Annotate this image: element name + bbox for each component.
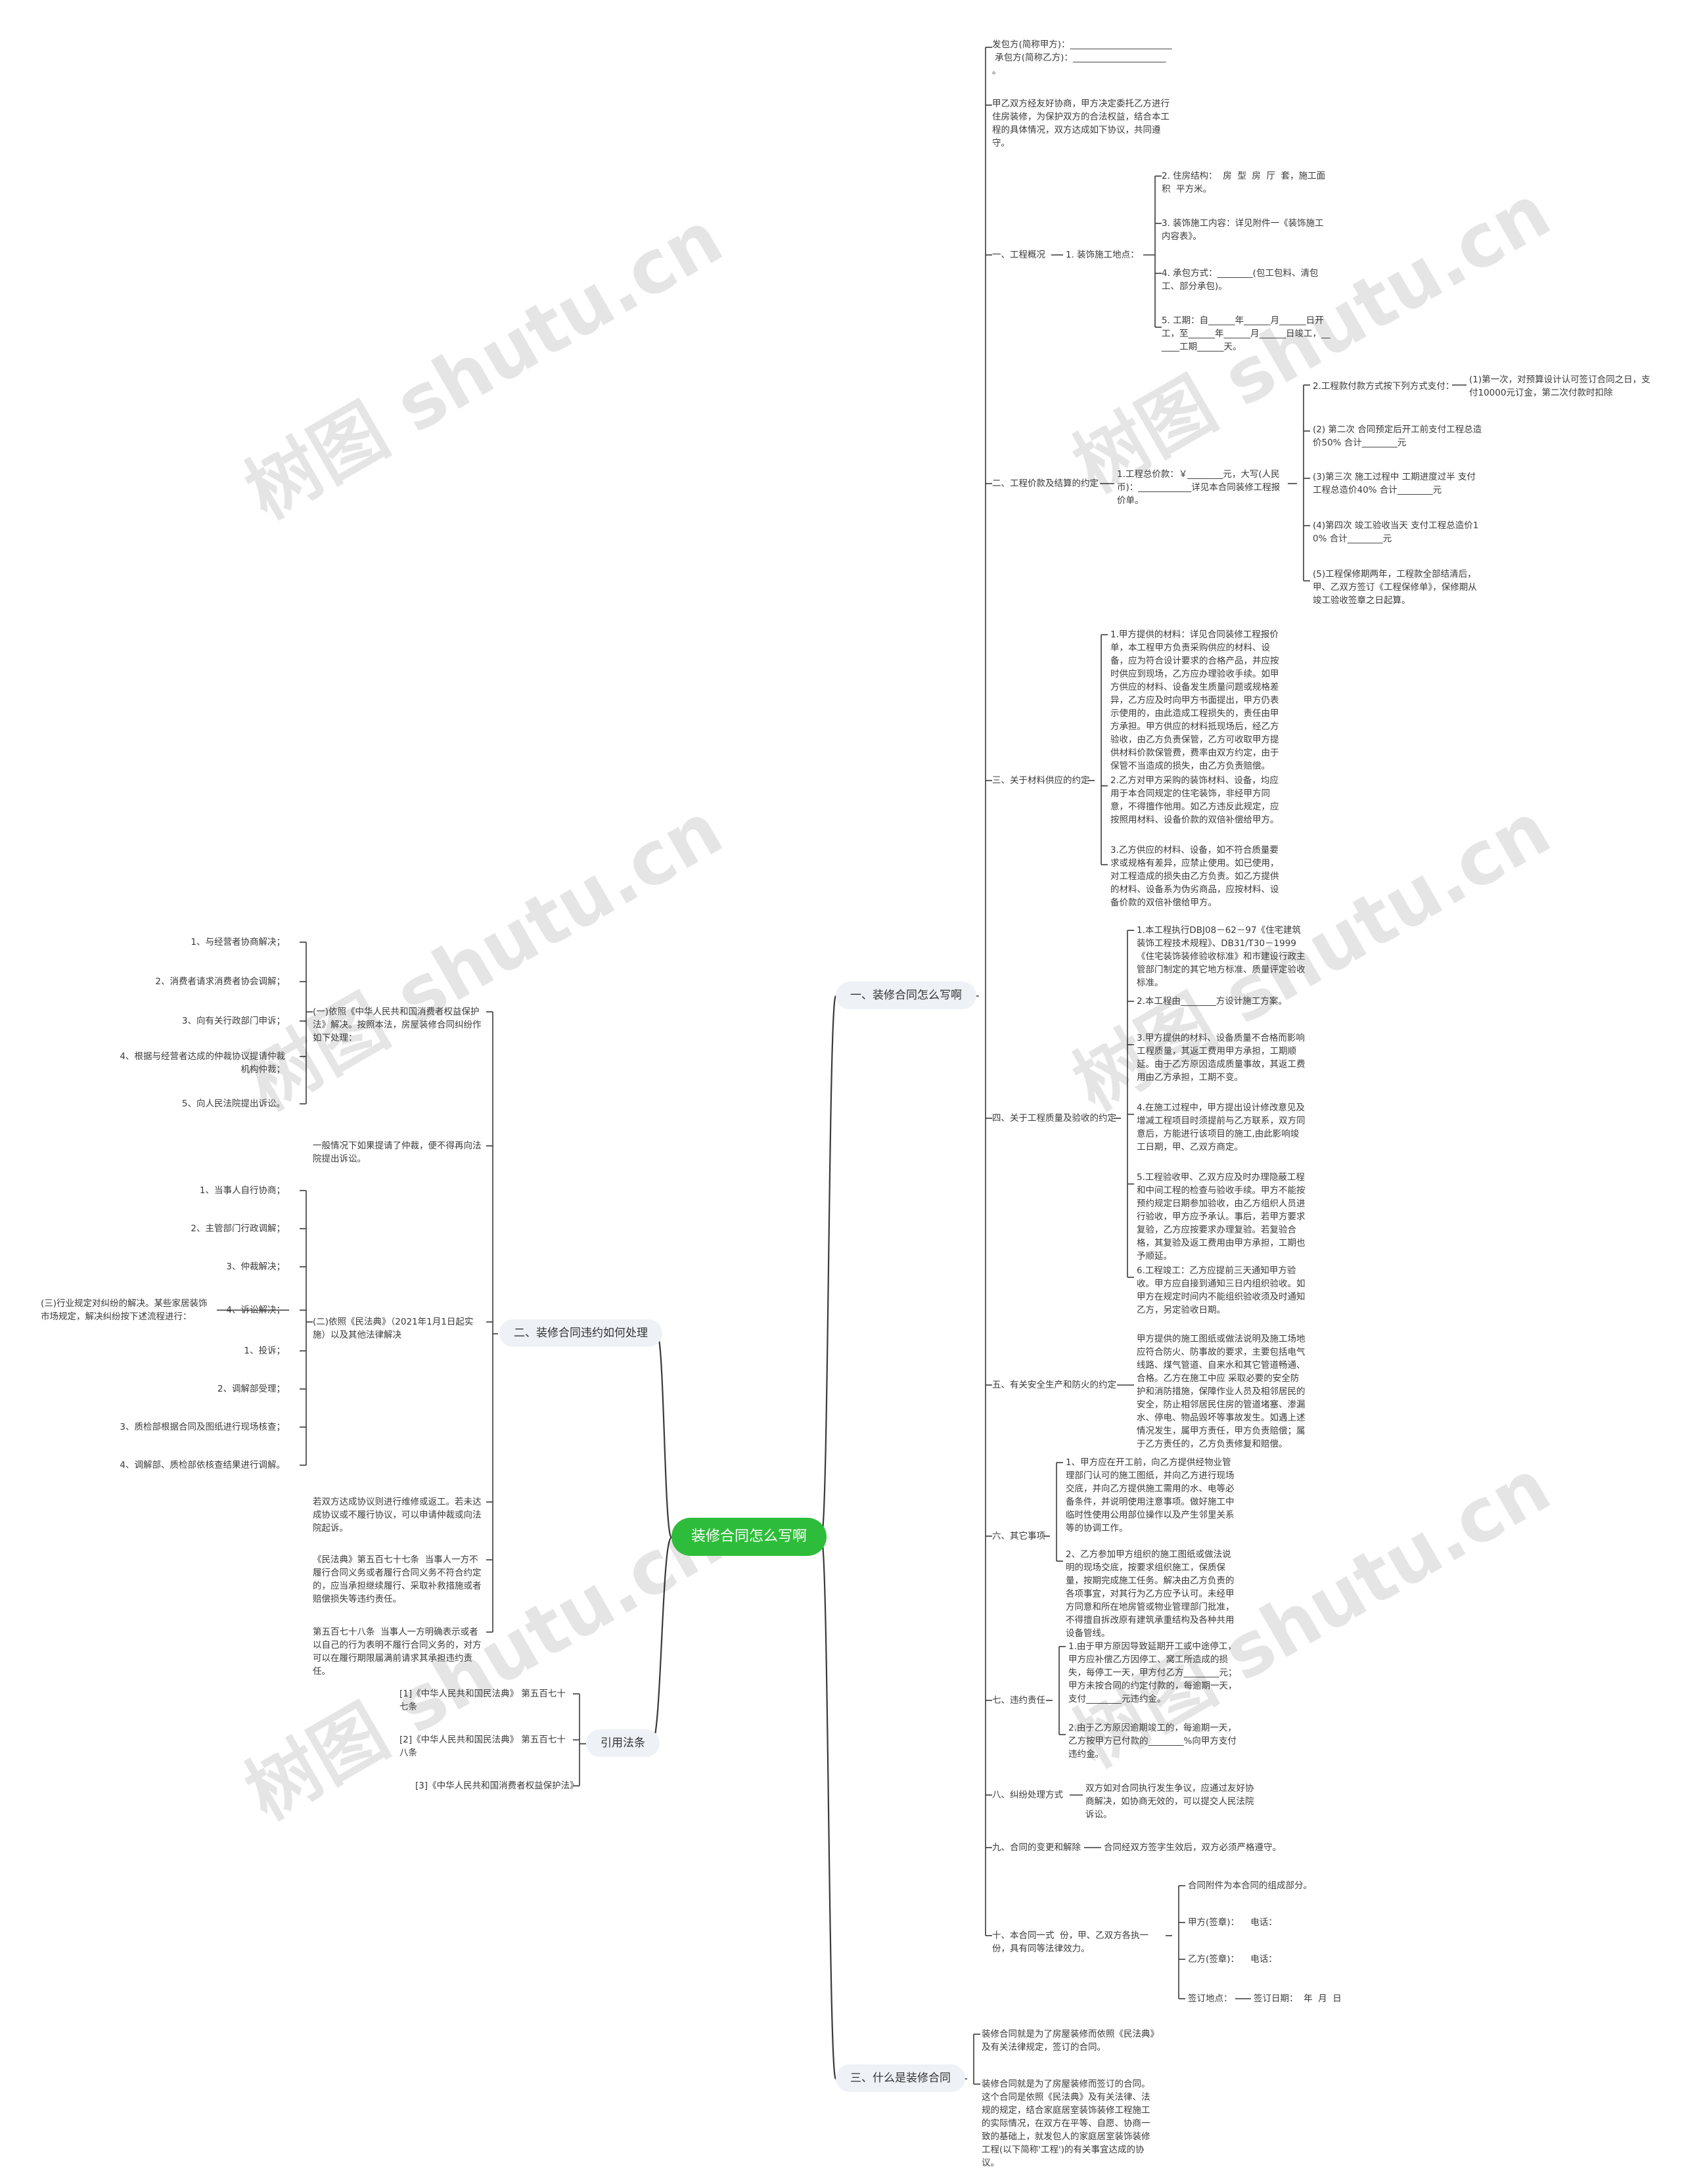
definition-text: 装修合同就是为了房屋装修而依照《民法典》及有关法律规定，签订的合同。 bbox=[982, 2029, 1155, 2053]
breach-group-1-item: 2、消费者请求消费者协会调解； bbox=[155, 976, 285, 987]
section-7-label: 七、违约责任 bbox=[992, 1695, 1045, 1706]
section-2-label: 二、工程价款及结算的约定 bbox=[992, 478, 1099, 489]
parties-text: 发包方(简称甲方)：_______________________ 承包方(简称… bbox=[992, 39, 1172, 76]
breach-group-3-item: 2、主管部门行政调解； bbox=[191, 1223, 285, 1234]
section-8-label: 八、纠纷处理方式 bbox=[992, 1790, 1063, 1800]
breach-group-3-item: 4、调解部、质检部依核查结果进行调解。 bbox=[120, 1460, 285, 1470]
breach-group-1-item: 4、根据与经营者达成的仲裁协议提请仲裁机构仲裁； bbox=[120, 1051, 285, 1075]
breach-group-1-item: 3、向有关行政部门申诉； bbox=[181, 1016, 285, 1026]
section-1-item: 2. 住房结构： 房 型 房 厅 套，施工面积 平方米。 bbox=[1162, 171, 1326, 194]
section-10-label: 十、本合同一式 份，甲、乙双方各执一份，具有同等法律效力。 bbox=[992, 1930, 1149, 1954]
section-4-item: 4.在施工过程中，甲方提出设计修改意见及增减工程项目时须提前与乙方联系，双方同意… bbox=[1137, 1103, 1306, 1152]
section-6-item: 2、乙方参加甲方组织的施工图纸或做法说明的现场交底，按要求组织施工，保质保量，按… bbox=[1066, 1549, 1235, 1639]
section-1-site: 1. 装饰施工地点： bbox=[1066, 250, 1139, 260]
branch-cited-laws[interactable]: 引用法条 bbox=[586, 1729, 660, 1757]
section-2-item: (3)第三次 施工过程中 工期进度过半 支付工程总造价40% 合计_______… bbox=[1313, 472, 1476, 495]
definition-text: 装修合同就是为了房屋装修而签订的合同。这个合同是依照《民法典》及有关法律、法规的… bbox=[982, 2079, 1150, 2168]
root-node[interactable]: 装修合同怎么写啊 bbox=[671, 1518, 827, 1556]
section-8-text: 双方如对合同执行发生争议，应通过友好协商解决，如协商无效的，可以提交人民法院诉讼… bbox=[1085, 1783, 1254, 1820]
section-4-label: 四、关于工程质量及验收的约定 bbox=[992, 1113, 1116, 1124]
section-4-item: 1.本工程执行DBJ08－62－97《住宅建筑装饰工程技术规程》、DB31/T3… bbox=[1137, 925, 1306, 988]
breach-group-3-item: 3、质检部根据合同及图纸进行现场核查； bbox=[120, 1422, 285, 1432]
section-6-item: 1、甲方应在开工前，向乙方提供经物业管理部门认可的施工图纸，并向乙方进行现场交底… bbox=[1066, 1457, 1235, 1534]
breach-repair-note: 若双方达成协议则进行维修或返工。若未达成协议或不履行协议，可以申请仲裁或向法院起… bbox=[313, 1497, 482, 1534]
section-1-item: 4. 承包方式：________(包工包料、清包工、部分承包)。 bbox=[1162, 268, 1319, 292]
branch-how-to-write[interactable]: 一、装修合同怎么写啊 bbox=[836, 982, 976, 1009]
law-citation: [1]《中华人民共和国民法典》 第五百七十七条 bbox=[399, 1689, 566, 1712]
section-2-payment: 2.工程款付款方式按下列方式支付： bbox=[1313, 381, 1455, 392]
connector bbox=[650, 1536, 673, 1745]
section-10-item: 合同附件为本合同的组成部分。 bbox=[1188, 1880, 1312, 1891]
section-2-item: (5)工程保修期两年，工程款全部结清后，甲、乙双方签订《工程保修单》，保修期从竣… bbox=[1313, 569, 1477, 606]
section-2-total: 1.工程总价款：￥________元，大写(人民币)：____________详… bbox=[1117, 469, 1281, 506]
law-citation: [2]《中华人民共和国民法典》 第五百七十八条 bbox=[399, 1735, 566, 1758]
breach-industry-rule: (三)行业规定对纠纷的解决。某些家居装饰市场规定，解决纠纷按下述流程进行： bbox=[41, 1298, 208, 1322]
section-1-item: 3. 装饰施工内容：详见附件一《装饰施工内容表》。 bbox=[1162, 218, 1324, 242]
breach-group-3-item: 1、当事人自行协商； bbox=[199, 1185, 285, 1196]
breach-group-3-item: 2、调解部受理； bbox=[217, 1384, 285, 1394]
section-1-item: 5. 工期：自______年______月______日开工，至______年_… bbox=[1162, 315, 1330, 352]
section-10-item: 甲方(签章)： 电话： bbox=[1188, 1917, 1277, 1928]
section-7-item: 1.由于甲方原因导致延期开工或中途停工，甲方应补偿乙方因停工、窝工所造成的损失，… bbox=[1068, 1641, 1237, 1704]
section-3-item: 2.乙方对甲方采购的装饰材料、设备，均应用于本合同规定的住宅装饰，非经甲方同意，… bbox=[1110, 775, 1279, 825]
section-6-label: 六、其它事项 bbox=[992, 1531, 1045, 1541]
section-10-date: 签订日期： 年 月 日 bbox=[1254, 1993, 1342, 2004]
section-2-item: (2) 第二次 合同预定后开工前支付工程总造价50% 合计________元 bbox=[1313, 424, 1482, 448]
section-2-payment-1: (1)第一次，对预算设计认可签订合同之日，支付10000元订金，第二次付款时扣除 bbox=[1469, 375, 1650, 398]
connector bbox=[820, 995, 837, 1539]
civil-code-578: 第五百七十八条 当事人一方明确表示或者以自己的行为表明不履行合同义务的，对方可以… bbox=[313, 1627, 482, 1677]
section-3-item: 3.乙方供应的材料、设备，如不符合质量要求或规格有差异，应禁止使用。如已使用，对… bbox=[1110, 845, 1279, 908]
breach-group-3-item: 4、诉讼解决； bbox=[226, 1305, 285, 1315]
section-4-item: 2.本工程由________方设计施工方案。 bbox=[1137, 996, 1287, 1007]
breach-group-3-item: 3、仲裁解决； bbox=[226, 1262, 285, 1272]
branch-what-is-contract[interactable]: 三、什么是装修合同 bbox=[836, 2064, 965, 2092]
section-9-text: 合同经双方签字生效后，双方必须严格遵守。 bbox=[1104, 1842, 1281, 1853]
breach-arbitration-note: 一般情况下如果提请了仲裁，便不得再向法院提出诉讼。 bbox=[313, 1141, 482, 1164]
section-4-item: 5.工程验收甲、乙双方应及时办理隐蔽工程和中间工程的检查与验收手续。甲方不能按预… bbox=[1137, 1172, 1306, 1262]
section-5-text: 甲方提供的施工图纸或做法说明及施工场地应符合防火、防事故的要求，主要包括电气线路… bbox=[1137, 1334, 1306, 1449]
section-2-item: (4)第四次 竣工验收当天 支付工程总造价10% 合计________元 bbox=[1313, 520, 1479, 544]
law-citation: [3]《中华人民共和国消费者权益保护法》 bbox=[415, 1781, 579, 1791]
breach-group-1-item: 5、向人民法院提出诉讼。 bbox=[181, 1099, 285, 1109]
section-7-item: 2.由于乙方原因逾期竣工的，每逾期一天，乙方按甲方已付款的________%向甲… bbox=[1068, 1723, 1237, 1760]
section-3-item: 1.甲方提供的材料：详见合同装修工程报价单，本工程甲方负责采购供应的材料、设备，… bbox=[1110, 629, 1282, 771]
breach-group-3: (二)依照《民法典》（2021年1月1日起实施）以及其他法律解决 bbox=[313, 1317, 474, 1340]
section-1-label: 一、工程概况 bbox=[992, 250, 1045, 260]
section-9-label: 九、合同的变更和解除 bbox=[992, 1842, 1081, 1853]
section-5-label: 五、有关安全生产和防火的约定 bbox=[992, 1380, 1116, 1390]
breach-group-3-item: 1、投诉； bbox=[244, 1346, 285, 1356]
intro-text: 甲乙双方经友好协商，甲方决定委托乙方进行住房装修，为保护双方的合法权益，结合本工… bbox=[992, 99, 1170, 148]
connector bbox=[656, 1332, 673, 1539]
section-4-item: 6.工程竣工：乙方应提前三天通知甲方验收。甲方应自接到通知三日内组织验收。如甲方… bbox=[1137, 1265, 1306, 1315]
section-3-label: 三、关于材料供应的约定 bbox=[992, 775, 1090, 786]
breach-group-1: (一)依照《中华人民共和国消费者权益保护法》解决。按照本法，房屋装修合同纠纷作如… bbox=[313, 1007, 482, 1043]
connector bbox=[820, 1536, 837, 2080]
civil-code-577: 《民法典》第五百七十七条 当事人一方不履行合同义务或者履行合同义务不符合约定的，… bbox=[313, 1555, 482, 1604]
section-10-item: 乙方(签章)： 电话： bbox=[1188, 1954, 1277, 1965]
breach-group-1-item: 1、与经营者协商解决； bbox=[191, 937, 285, 947]
section-10-item: 签订地点： bbox=[1188, 1993, 1233, 2004]
branch-breach-handling[interactable]: 二、装修合同违约如何处理 bbox=[499, 1319, 662, 1347]
section-4-item: 3.甲方提供的材料、设备质量不合格而影响工程质量，其返工费用甲方承担，工期顺延。… bbox=[1137, 1033, 1306, 1083]
